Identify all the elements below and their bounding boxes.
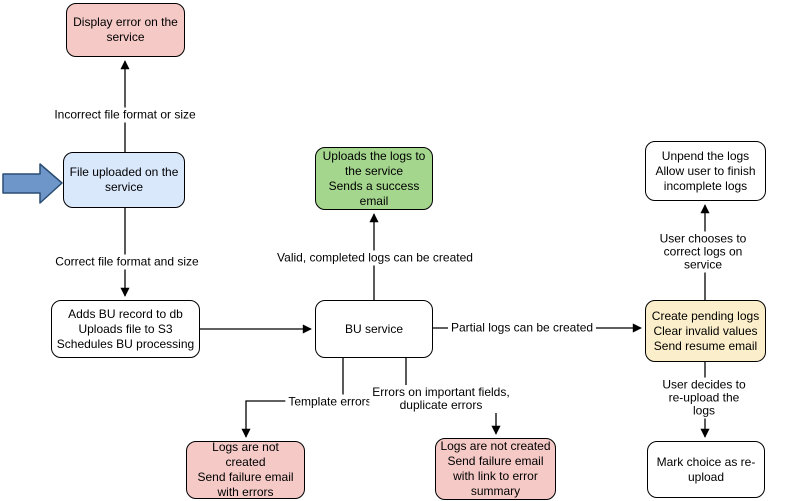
- node-uploads-logs-success: Uploads the logs to the service Sends a …: [315, 147, 433, 210]
- node-unpend-logs: Unpend the logs Allow user to finish inc…: [645, 141, 766, 201]
- node-logs-failure-errors: Logs are not created Send failure email …: [186, 440, 305, 499]
- node-logs-failure-summary: Logs are not created Send failure email …: [435, 438, 556, 500]
- edge-label-important-errors: Errors on important fields, duplicate er…: [369, 385, 513, 413]
- edge-label-partial-logs: Partial logs can be created: [447, 320, 597, 336]
- edge-label-user-reuploads: User decides to re-upload the logs: [655, 377, 753, 419]
- node-file-uploaded: File uploaded on the service: [63, 152, 185, 208]
- node-adds-bu-record: Adds BU record to db Uploads file to S3 …: [51, 300, 200, 358]
- input-arrow-icon: [2, 163, 63, 204]
- node-display-error: Display error on the service: [66, 3, 185, 57]
- edge-label-user-corrects: User chooses to correct logs on service: [654, 231, 752, 273]
- edge-label-incorrect-format: Incorrect file format or size: [51, 107, 199, 123]
- node-create-pending-logs: Create pending logs Clear invalid values…: [645, 300, 766, 362]
- node-mark-reupload: Mark choice as re- upload: [647, 441, 765, 498]
- edge-label-valid-logs: Valid, completed logs can be created: [274, 250, 476, 266]
- edge-label-template-errors: Template errors: [285, 394, 375, 410]
- node-bu-service: BU service: [315, 300, 433, 358]
- edge-label-correct-format: Correct file format and size: [52, 254, 202, 270]
